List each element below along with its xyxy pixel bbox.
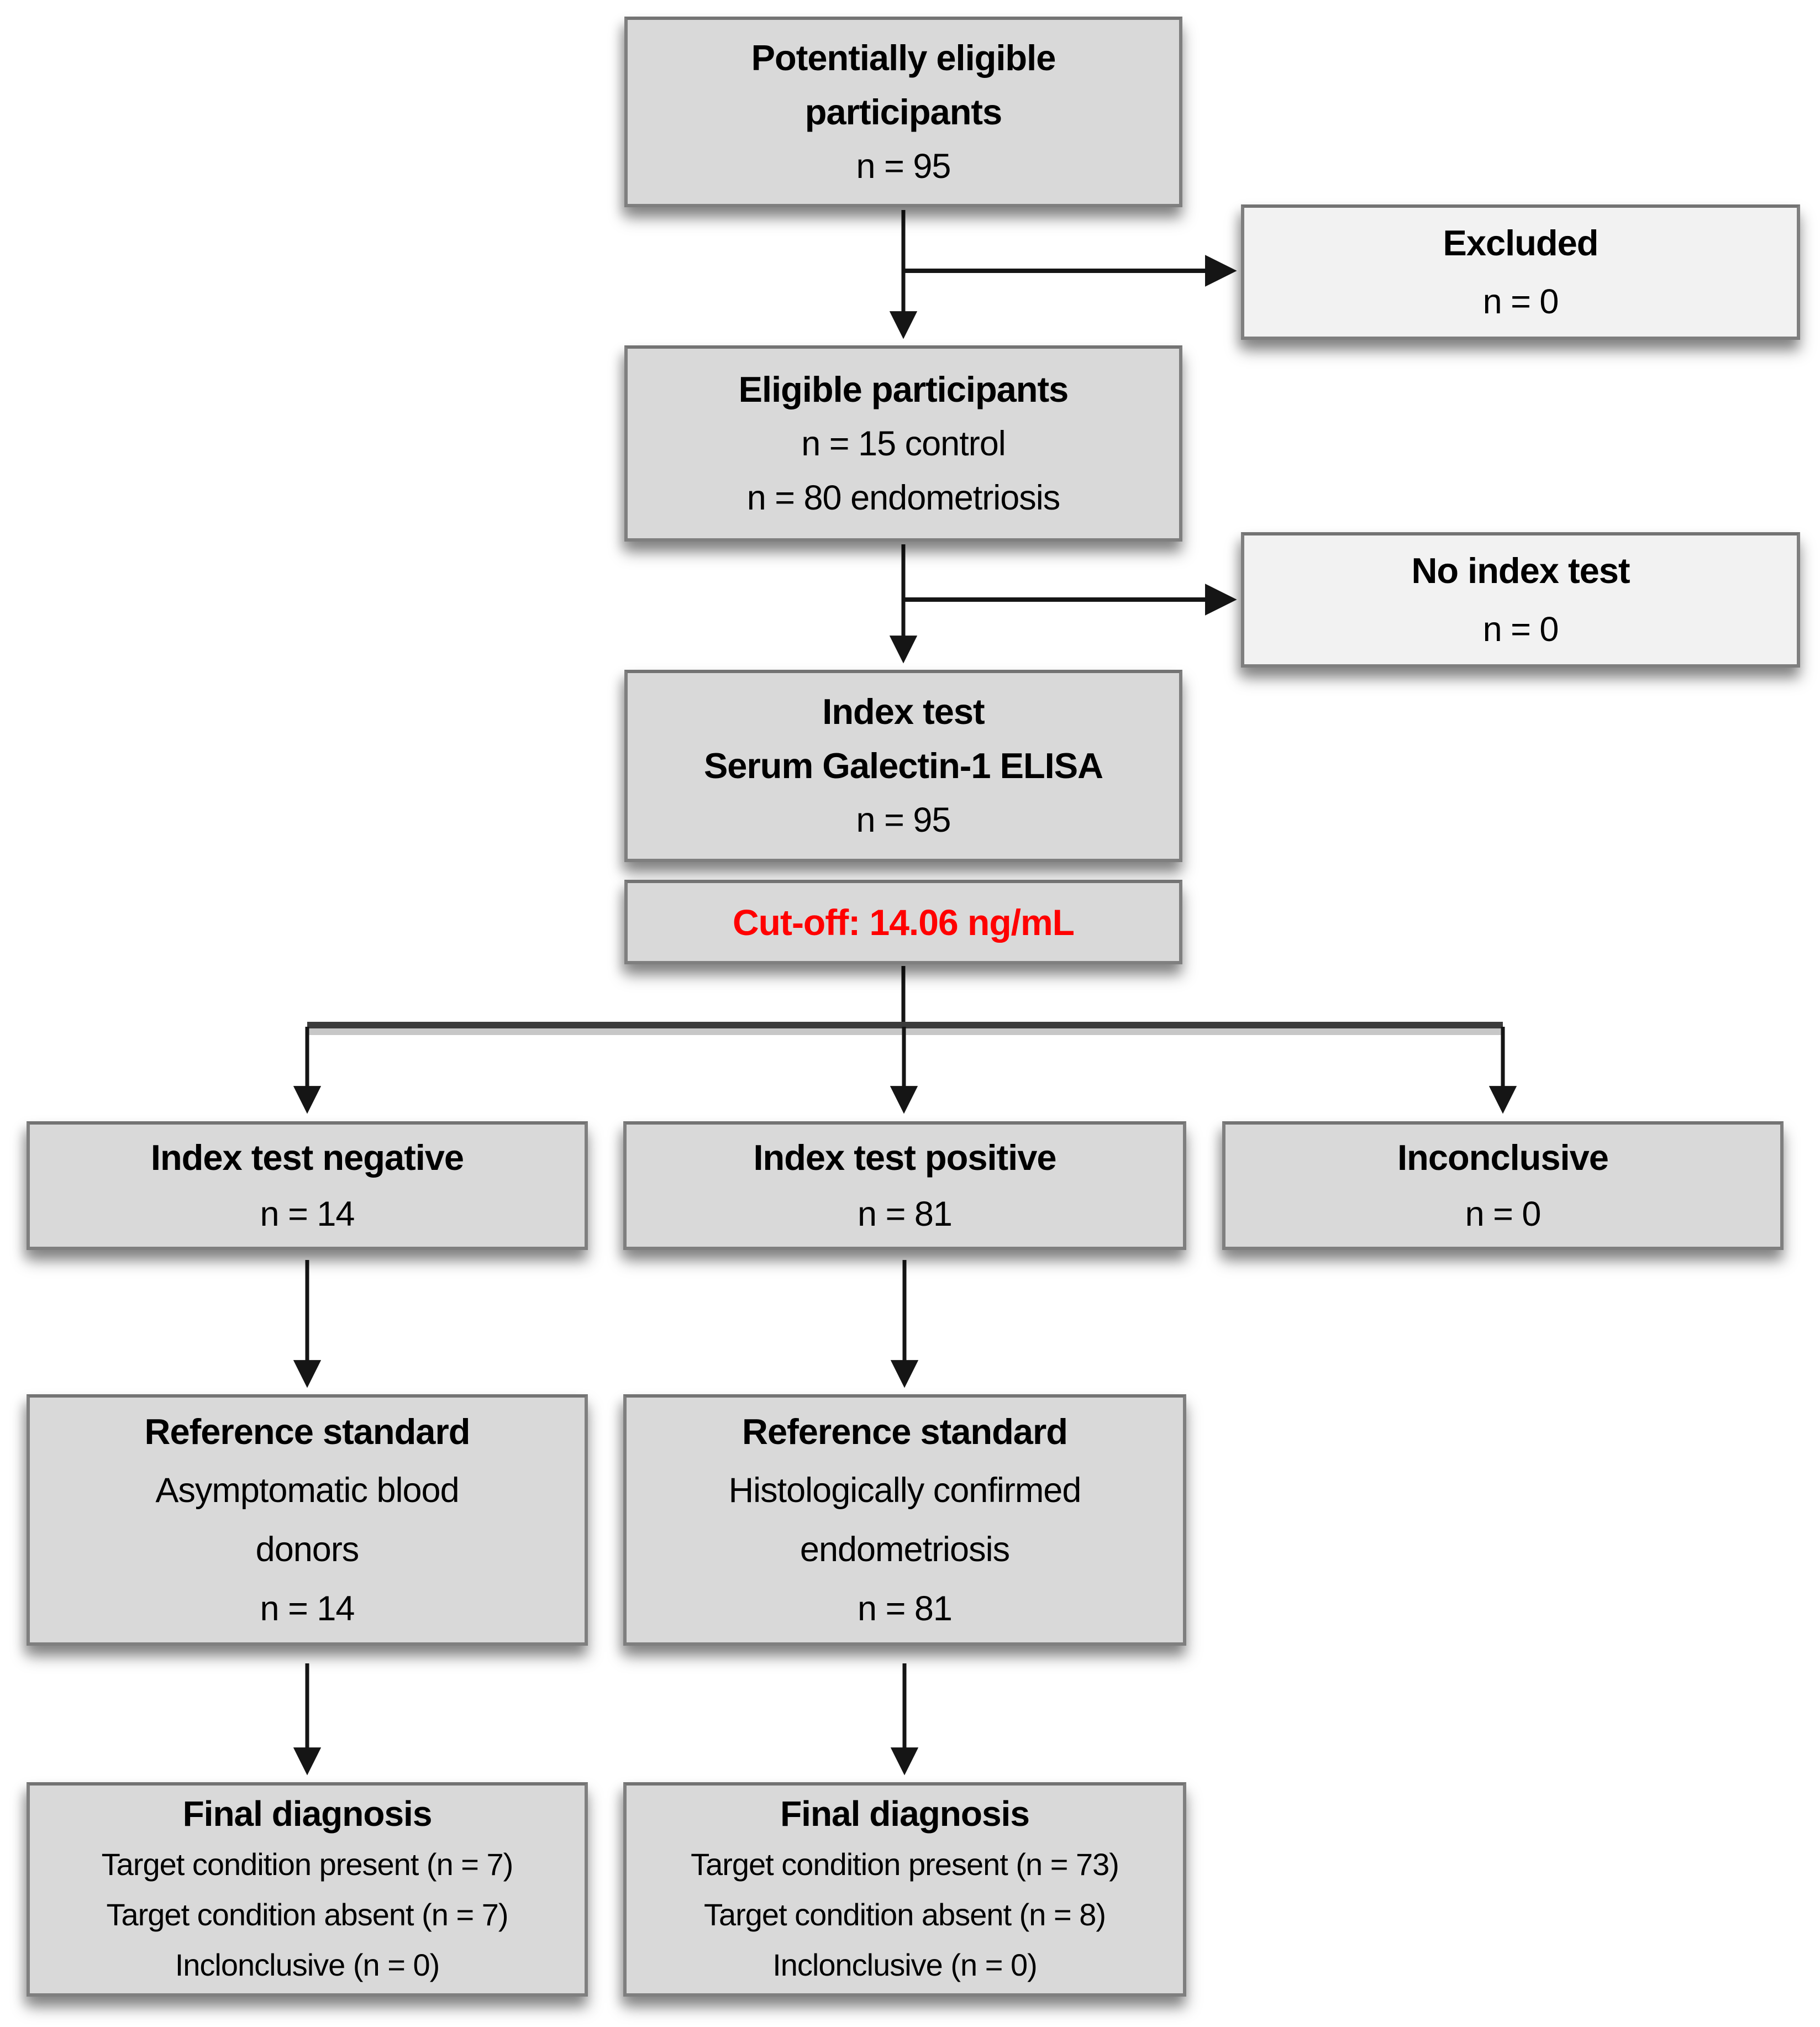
box-count-line: n = 14	[260, 1194, 355, 1233]
box-text-line: Target condition absent (n = 7)	[106, 1897, 508, 1932]
box-final-diagnosis-negative: Final diagnosis Target condition present…	[27, 1782, 588, 1997]
box-title-line: Excluded	[1443, 222, 1599, 263]
box-title-line: Potentially eligible	[751, 37, 1056, 78]
box-title-line: Index test positive	[753, 1137, 1056, 1178]
box-title-line: No index test	[1411, 550, 1630, 591]
box-index-test-positive: Index test positive n = 81	[623, 1121, 1186, 1250]
box-count-line: n = 14	[260, 1589, 355, 1628]
box-text-line: Inclonclusive (n = 0)	[175, 1947, 440, 1982]
box-title-line: Reference standard	[742, 1411, 1068, 1452]
box-count-line: n = 81	[858, 1194, 953, 1233]
box-text-line: Target condition present (n = 7)	[101, 1847, 514, 1882]
box-count-line: n = 0	[1482, 610, 1559, 649]
box-title-line: Eligible participants	[738, 369, 1069, 409]
box-inconclusive: Inconclusive n = 0	[1222, 1121, 1784, 1250]
box-title-line: Index test	[822, 691, 985, 732]
cutoff-value-line: Cut-off: 14.06 ng/mL	[733, 901, 1075, 943]
box-title-line: Final diagnosis	[182, 1794, 433, 1834]
box-text-line: Target condition absent (n = 8)	[703, 1897, 1106, 1932]
box-text-line: Target condition present (n = 73)	[691, 1847, 1119, 1882]
box-count-line: n = 95	[856, 801, 951, 839]
box-text-line: endometriosis	[799, 1530, 1010, 1569]
box-cutoff-threshold: Cut-off: 14.06 ng/mL	[624, 880, 1182, 964]
box-title-line: Final diagnosis	[780, 1794, 1030, 1834]
box-title-line: Serum Galectin-1 ELISA	[703, 745, 1103, 786]
box-no-index-test: No index test n = 0	[1241, 532, 1800, 668]
box-text-line: Histologically confirmed	[728, 1471, 1082, 1510]
box-count-line: n = 80 endometriosis	[746, 478, 1061, 517]
box-reference-standard-positive: Reference standard Histologically confir…	[623, 1394, 1186, 1646]
box-count-line: n = 95	[856, 146, 951, 186]
box-reference-standard-negative: Reference standard Asymptomatic blood do…	[27, 1394, 588, 1646]
box-count-line: n = 0	[1482, 282, 1559, 321]
box-count-line: n = 15 control	[801, 424, 1006, 463]
box-text-line: Inclonclusive (n = 0)	[772, 1947, 1038, 1982]
box-title-line: participants	[804, 91, 1002, 132]
box-title-line: Inconclusive	[1397, 1137, 1609, 1178]
box-potentially-eligible-participants: Potentially eligible participants n = 95	[624, 17, 1182, 207]
box-title-line: Reference standard	[144, 1411, 471, 1452]
box-excluded: Excluded n = 0	[1241, 204, 1800, 340]
box-final-diagnosis-positive: Final diagnosis Target condition present…	[623, 1782, 1186, 1997]
box-eligible-participants: Eligible participants n = 15 control n =…	[624, 345, 1182, 542]
box-count-line: n = 81	[858, 1589, 953, 1628]
box-index-test: Index test Serum Galectin-1 ELISA n = 95	[624, 670, 1182, 862]
box-title-line: Index test negative	[150, 1137, 464, 1178]
box-count-line: n = 0	[1465, 1194, 1542, 1233]
box-text-line: Asymptomatic blood	[155, 1471, 459, 1510]
box-index-test-negative: Index test negative n = 14	[27, 1121, 588, 1250]
box-text-line: donors	[255, 1530, 360, 1569]
